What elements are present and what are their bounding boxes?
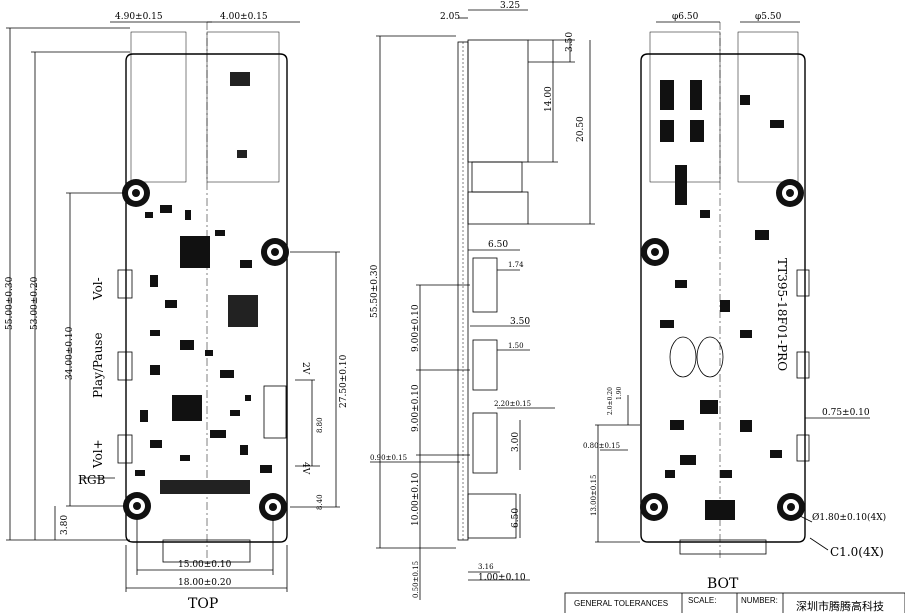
dim-side-650b: 6.50 bbox=[511, 508, 521, 528]
dim-top-width: 18.00±0.20 bbox=[178, 578, 232, 588]
bot-mount-hole-bottom-left bbox=[640, 493, 668, 521]
dim-bot-hole: Ø1.80±0.10(4X) bbox=[812, 512, 886, 523]
label-vol-minus: Vol- bbox=[91, 277, 105, 301]
label-play-pause: Play/Pause bbox=[91, 332, 105, 398]
title-block-scale: SCALE: bbox=[688, 596, 716, 605]
top-mount-hole-bottom-left bbox=[123, 492, 151, 520]
dim-side-100: 1.00±0.10 bbox=[478, 573, 526, 583]
top-view-title: TOP bbox=[188, 596, 218, 612]
dim-top-880: 8.80 bbox=[316, 417, 324, 433]
dim-bot-1300: 13.00±0.15 bbox=[590, 475, 598, 517]
top-side-switch bbox=[263, 385, 287, 439]
dim-side-650a: 6.50 bbox=[488, 240, 508, 250]
dim-bot-190: 1.90 bbox=[616, 386, 623, 400]
bot-usbc-connector bbox=[679, 539, 767, 555]
bot-mount-hole-mid-left bbox=[641, 238, 669, 266]
bot-pad-marker-2 bbox=[696, 336, 724, 378]
top-chip-mcu bbox=[228, 295, 258, 327]
top-connector-left bbox=[130, 31, 187, 183]
side-usb-connector bbox=[467, 39, 529, 163]
label-rgb: RGB bbox=[78, 473, 106, 487]
dim-side-900b: 9.00±0.10 bbox=[411, 384, 421, 432]
bot-side-switch-1 bbox=[796, 269, 810, 297]
bot-side-switch-3 bbox=[796, 434, 810, 462]
dim-side-900a: 9.00±0.10 bbox=[411, 304, 421, 352]
top-mount-hole-mid-right bbox=[261, 238, 289, 266]
bot-connector-right bbox=[737, 31, 799, 183]
dim-side-220: 2.20±0.15 bbox=[494, 400, 531, 408]
bot-mount-hole-bottom-right bbox=[777, 493, 805, 521]
dim-side-174: 1.74 bbox=[508, 261, 524, 269]
top-board-outline bbox=[125, 53, 288, 543]
top-components bbox=[135, 205, 272, 476]
dim-side-316: 3.16 bbox=[478, 563, 494, 571]
play-pause-switch bbox=[117, 351, 133, 381]
top-connector-chip bbox=[230, 72, 250, 86]
top-mount-hole-upper-left bbox=[122, 179, 150, 207]
side-view bbox=[457, 39, 529, 541]
dim-bot-075: 0.75±0.10 bbox=[822, 408, 870, 418]
top-chip-soc bbox=[180, 236, 210, 268]
dim-side-325: 3.25 bbox=[500, 1, 520, 11]
title-block-number: NUMBER: bbox=[741, 596, 778, 605]
dim-bot-chamfer: C1.0(4X) bbox=[830, 545, 884, 559]
dim-top-bottom-offset: 3.80 bbox=[60, 515, 70, 535]
title-block bbox=[564, 592, 905, 613]
dim-side-150: 1.50 bbox=[508, 342, 524, 350]
label-vol-plus: Vol+ bbox=[91, 439, 105, 469]
top-mount-hole-bottom-right bbox=[259, 493, 287, 521]
side-usb-body bbox=[467, 191, 529, 225]
dim-bot-phi550: φ5.50 bbox=[755, 12, 782, 22]
dim-top-2v: 2V bbox=[300, 362, 310, 375]
side-dimension-lines bbox=[370, 9, 595, 600]
dim-side-205: 2.05 bbox=[440, 12, 460, 22]
top-chip-dac bbox=[172, 395, 202, 421]
top-connector-chip-2 bbox=[237, 150, 247, 158]
dim-top-total-height: 55.00±0.30 bbox=[5, 276, 15, 330]
dim-side-300: 3.00 bbox=[511, 432, 521, 452]
dim-top-mid-height: 27.50±0.10 bbox=[339, 354, 349, 408]
top-view bbox=[117, 22, 289, 563]
side-button-vol-minus bbox=[472, 257, 498, 313]
dim-side-1010: 10.00±0.10 bbox=[411, 472, 421, 526]
top-fpc-connector bbox=[160, 480, 250, 494]
dim-top-button-span: 34.00±0.10 bbox=[65, 326, 75, 380]
top-connector-right bbox=[206, 31, 280, 183]
title-block-company: 深圳市腾腾高科技 bbox=[796, 599, 884, 613]
side-usb-base bbox=[471, 161, 523, 193]
bot-view bbox=[640, 22, 810, 560]
bot-components bbox=[660, 80, 784, 520]
top-usbc-connector bbox=[162, 539, 251, 563]
vol-minus-switch bbox=[117, 269, 133, 299]
dim-side-015: 0.50±0.15 bbox=[412, 561, 420, 598]
bot-pad-marker-1 bbox=[669, 336, 697, 378]
dim-side-2050: 20.50 bbox=[576, 116, 586, 142]
vol-plus-switch bbox=[117, 434, 133, 464]
side-button-vol-plus bbox=[472, 412, 498, 474]
top-dimension-lines bbox=[6, 21, 340, 592]
dim-top-right-width: 4.00±0.15 bbox=[220, 12, 268, 22]
dim-top-left-width: 4.90±0.15 bbox=[115, 12, 163, 22]
dim-side-350b: 3.50 bbox=[510, 317, 530, 327]
dim-side-090: 0.90±0.15 bbox=[370, 454, 407, 462]
dim-bot-080: 0.80±0.15 bbox=[583, 442, 620, 450]
bot-side-switch-2 bbox=[796, 351, 810, 379]
dim-side-5550: 55.50±0.30 bbox=[370, 264, 380, 318]
side-usbc bbox=[467, 493, 517, 539]
bot-mount-hole-upper-right bbox=[776, 179, 804, 207]
title-block-tolerances: GENERAL TOLERANCES bbox=[574, 599, 668, 608]
bot-dimension-lines bbox=[595, 21, 870, 551]
dim-top-840: 8.40 bbox=[316, 494, 324, 510]
dim-top-4v: 4V bbox=[300, 462, 310, 475]
dim-top-hole-pitch: 15.00±0.10 bbox=[178, 560, 232, 570]
dim-bot-phi650: φ6.50 bbox=[672, 12, 699, 22]
dim-side-1400: 14.00 bbox=[544, 86, 554, 112]
side-button-play bbox=[472, 339, 498, 391]
dim-bot-200: 2.0±0.20 bbox=[607, 387, 614, 415]
dim-side-350a: 3.50 bbox=[565, 32, 575, 52]
bot-view-title: BOT bbox=[707, 576, 739, 592]
dim-top-inner-height: 53.00±0.20 bbox=[30, 276, 40, 330]
bot-part-number: TT395-18F01-PRO bbox=[775, 258, 789, 371]
